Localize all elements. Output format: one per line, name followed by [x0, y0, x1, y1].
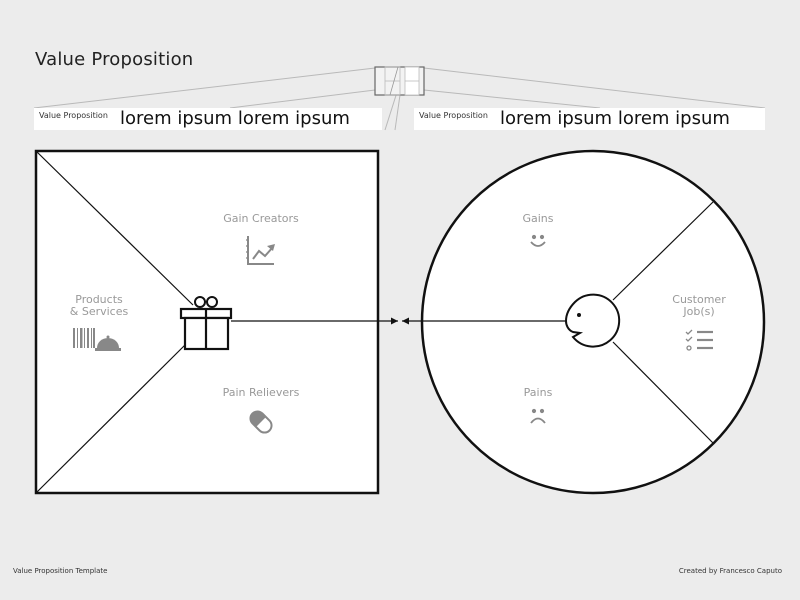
face-profile-icon: [564, 293, 621, 348]
checklist-icon: [685, 329, 713, 351]
customer-profile-header: Value Proposition lorem ipsum lorem ipsu…: [414, 108, 765, 130]
connector-lines: [33, 66, 766, 131]
header-value-input[interactable]: lorem ipsum lorem ipsum: [500, 108, 730, 129]
thumbnail-icon: [374, 66, 425, 96]
gift-icon: [179, 296, 233, 351]
label-customer-jobs: Customer Job(s): [672, 293, 726, 318]
page-title: Value Proposition: [35, 49, 194, 70]
barcode-bell-icon: [73, 328, 121, 351]
frown-icon: [530, 408, 546, 424]
footer-template-name: Value Proposition Template: [13, 567, 108, 575]
pill-icon: [249, 410, 273, 434]
chart-up-icon: [246, 236, 275, 265]
footer-credit: Created by Francesco Caputo: [678, 567, 782, 575]
label-gain-creators: Gain Creators: [223, 212, 299, 225]
header-label: Value Proposition: [39, 111, 108, 120]
value-map-header: Value Proposition lorem ipsum lorem ipsu…: [34, 108, 382, 130]
label-pain-relievers: Pain Relievers: [222, 386, 300, 399]
header-value-input[interactable]: lorem ipsum lorem ipsum: [120, 108, 350, 129]
label-pains: Pains: [523, 386, 553, 399]
label-products-services: Products & Services: [69, 293, 129, 318]
header-label: Value Proposition: [419, 111, 488, 120]
smile-icon: [530, 234, 546, 247]
label-gains: Gains: [522, 212, 554, 225]
